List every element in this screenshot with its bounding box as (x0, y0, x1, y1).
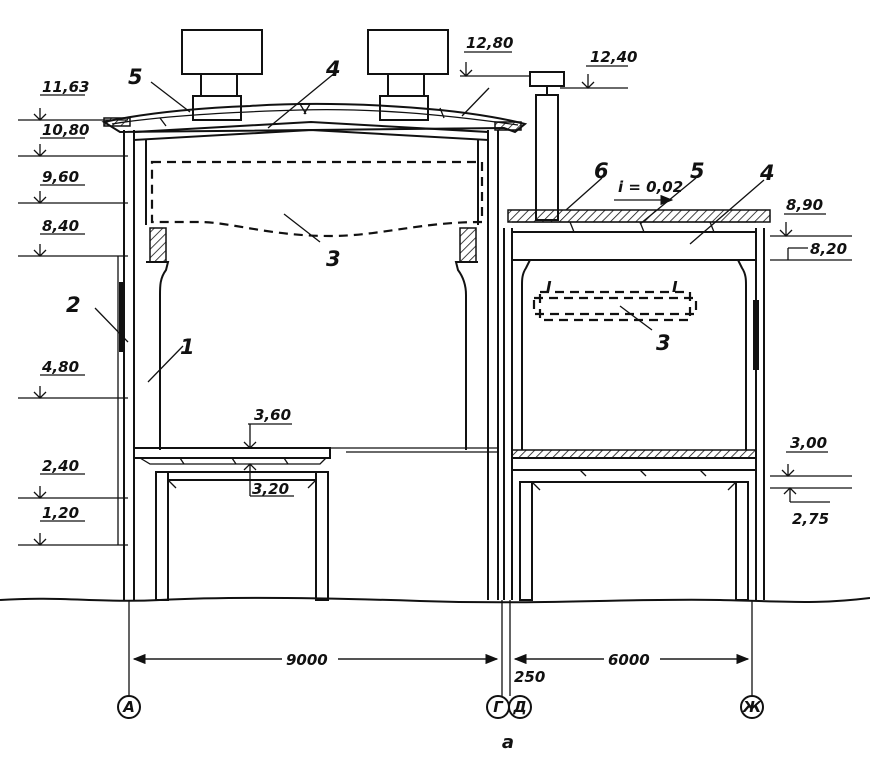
dim-label-bg-right (604, 648, 660, 668)
axis-label-G: Г (493, 698, 504, 716)
elevation-3-00: 3,00 (790, 434, 827, 452)
callout-3-right: 3 (656, 331, 671, 355)
elevation-4-80: 4,80 (41, 358, 79, 376)
beam-mark-left: I (546, 278, 552, 296)
roof-slope-note: i = 0,02 (618, 178, 683, 196)
elevation-1-20: 1,20 (42, 504, 79, 522)
right-building (503, 71, 771, 601)
axis-bubble-A: А (117, 695, 141, 719)
dim-label-bg-left (282, 648, 338, 668)
beam-mark-right: I (672, 278, 678, 296)
callout-3-left: 3 (326, 247, 341, 271)
elevation-8-40: 8,40 (42, 217, 79, 235)
elevation-9-60: 9,60 (42, 168, 79, 186)
elevation-11-63: 11,63 (42, 78, 89, 96)
elevation-10-80: 10,80 (42, 121, 89, 139)
axis-label-D: Д (512, 698, 526, 716)
axis-bubble-D: Д (508, 695, 532, 719)
dimension-250: 250 (514, 668, 545, 686)
callout-2: 2 (66, 293, 81, 317)
callout-5-left: 5 (128, 65, 143, 89)
elevation-2-75: 2,75 (792, 510, 829, 528)
figure-caption: а (502, 732, 514, 753)
left-elevation-lines (18, 94, 128, 546)
elevation-3-60: 3,60 (254, 406, 291, 424)
axis-bubble-Zh: Ж (740, 695, 764, 719)
dimension-9000: 9000 (286, 651, 328, 669)
dimension-6000: 6000 (608, 651, 650, 669)
elevation-12-80: 12,80 (466, 34, 513, 52)
elevation-2-40: 2,40 (42, 457, 79, 475)
axis-label-A: А (122, 698, 135, 716)
axis-label-Zh: Ж (742, 698, 762, 716)
callout-6: 6 (594, 159, 609, 183)
elevation-3-20: 3,20 (252, 480, 289, 498)
mezzanine-elevation-markers (243, 423, 294, 497)
elevation-12-40: 12,40 (590, 48, 637, 66)
ground-line (0, 596, 870, 604)
callout-5-right: 5 (690, 159, 705, 183)
elevation-8-20: 8,20 (810, 240, 847, 258)
axis-bubble-G: Г (486, 695, 510, 719)
right-elevation-lines (346, 51, 852, 503)
callout-4-left: 4 (325, 57, 341, 81)
left-building (101, 29, 528, 601)
callout-4-right: 4 (759, 161, 775, 185)
callout-1: 1 (180, 335, 195, 359)
callout-leaders (94, 71, 765, 383)
elevation-8-90: 8,90 (786, 196, 823, 214)
